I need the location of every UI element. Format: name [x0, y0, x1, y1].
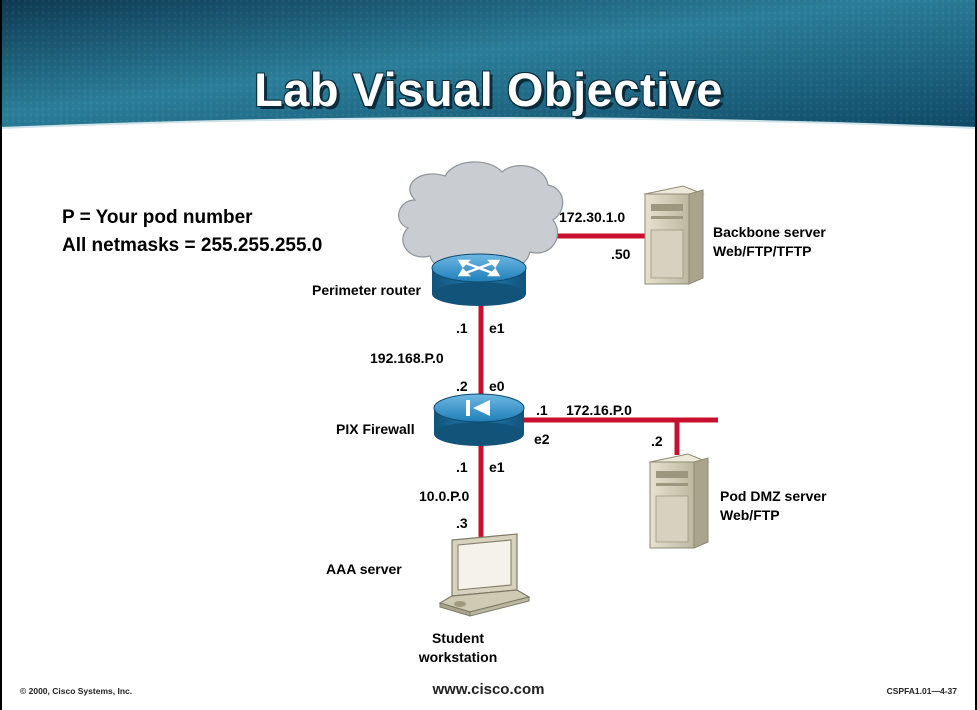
pix-inside-interface-label: e1: [489, 459, 505, 475]
student-workstation-label-1: Student: [431, 630, 485, 646]
workstation-host-label: .3: [456, 515, 468, 531]
perimeter-router-icon: [431, 253, 527, 306]
backbone-server-host-label: .50: [611, 246, 631, 262]
slide-border-left: [0, 0, 2, 710]
dmz-server-icon: [648, 453, 710, 549]
pix-firewall-icon: [433, 393, 525, 446]
router-host-label: .1: [456, 320, 468, 336]
dmz-interface-label: e2: [534, 431, 550, 447]
student-workstation-label-2: workstation: [418, 649, 498, 665]
backbone-cloud: [398, 161, 564, 273]
slide-border-right: [975, 0, 977, 710]
slide-title: Lab Visual Objective: [254, 63, 723, 116]
footer-slide-code: CSPFA1.01—4-37: [886, 686, 957, 696]
perimeter-router-label: Perimeter router: [312, 282, 421, 298]
pix-inside-host-label: .1: [456, 459, 468, 475]
footer-url[interactable]: www.cisco.com: [432, 681, 545, 698]
dmz-server-label-2: Web/FTP: [720, 507, 780, 523]
pod-number-note: P = Your pod number: [62, 207, 253, 228]
dmz-pix-host-label: .1: [536, 402, 548, 418]
netmask-note: All netmasks = 255.255.255.0: [62, 235, 323, 256]
pix-outside-host-label: .2: [456, 378, 468, 394]
pix-outside-interface-label: e0: [489, 378, 505, 394]
inside-network-label: 10.0.P.0: [419, 488, 470, 504]
dmz-server-host-label: .2: [651, 433, 663, 449]
pix-firewall-label: PIX Firewall: [336, 421, 415, 437]
dmz-network-label: 172.16.P.0: [566, 402, 632, 418]
backbone-server-label-2: Web/FTP/TFTP: [713, 243, 812, 259]
dmz-server-label-1: Pod DMZ server: [720, 488, 827, 504]
router-interface-label: e1: [489, 320, 505, 336]
backbone-network-label: 172.30.1.0: [559, 209, 626, 225]
outside-network-label: 192.168.P.0: [370, 350, 444, 366]
footer-copyright: © 2000, Cisco Systems, Inc.: [20, 686, 133, 696]
backbone-server-icon: [643, 185, 705, 285]
aaa-server-label: AAA server: [326, 561, 402, 577]
title-banner: [0, 0, 977, 129]
laptop-icon: [438, 533, 531, 617]
backbone-server-label-1: Backbone server: [713, 224, 826, 240]
